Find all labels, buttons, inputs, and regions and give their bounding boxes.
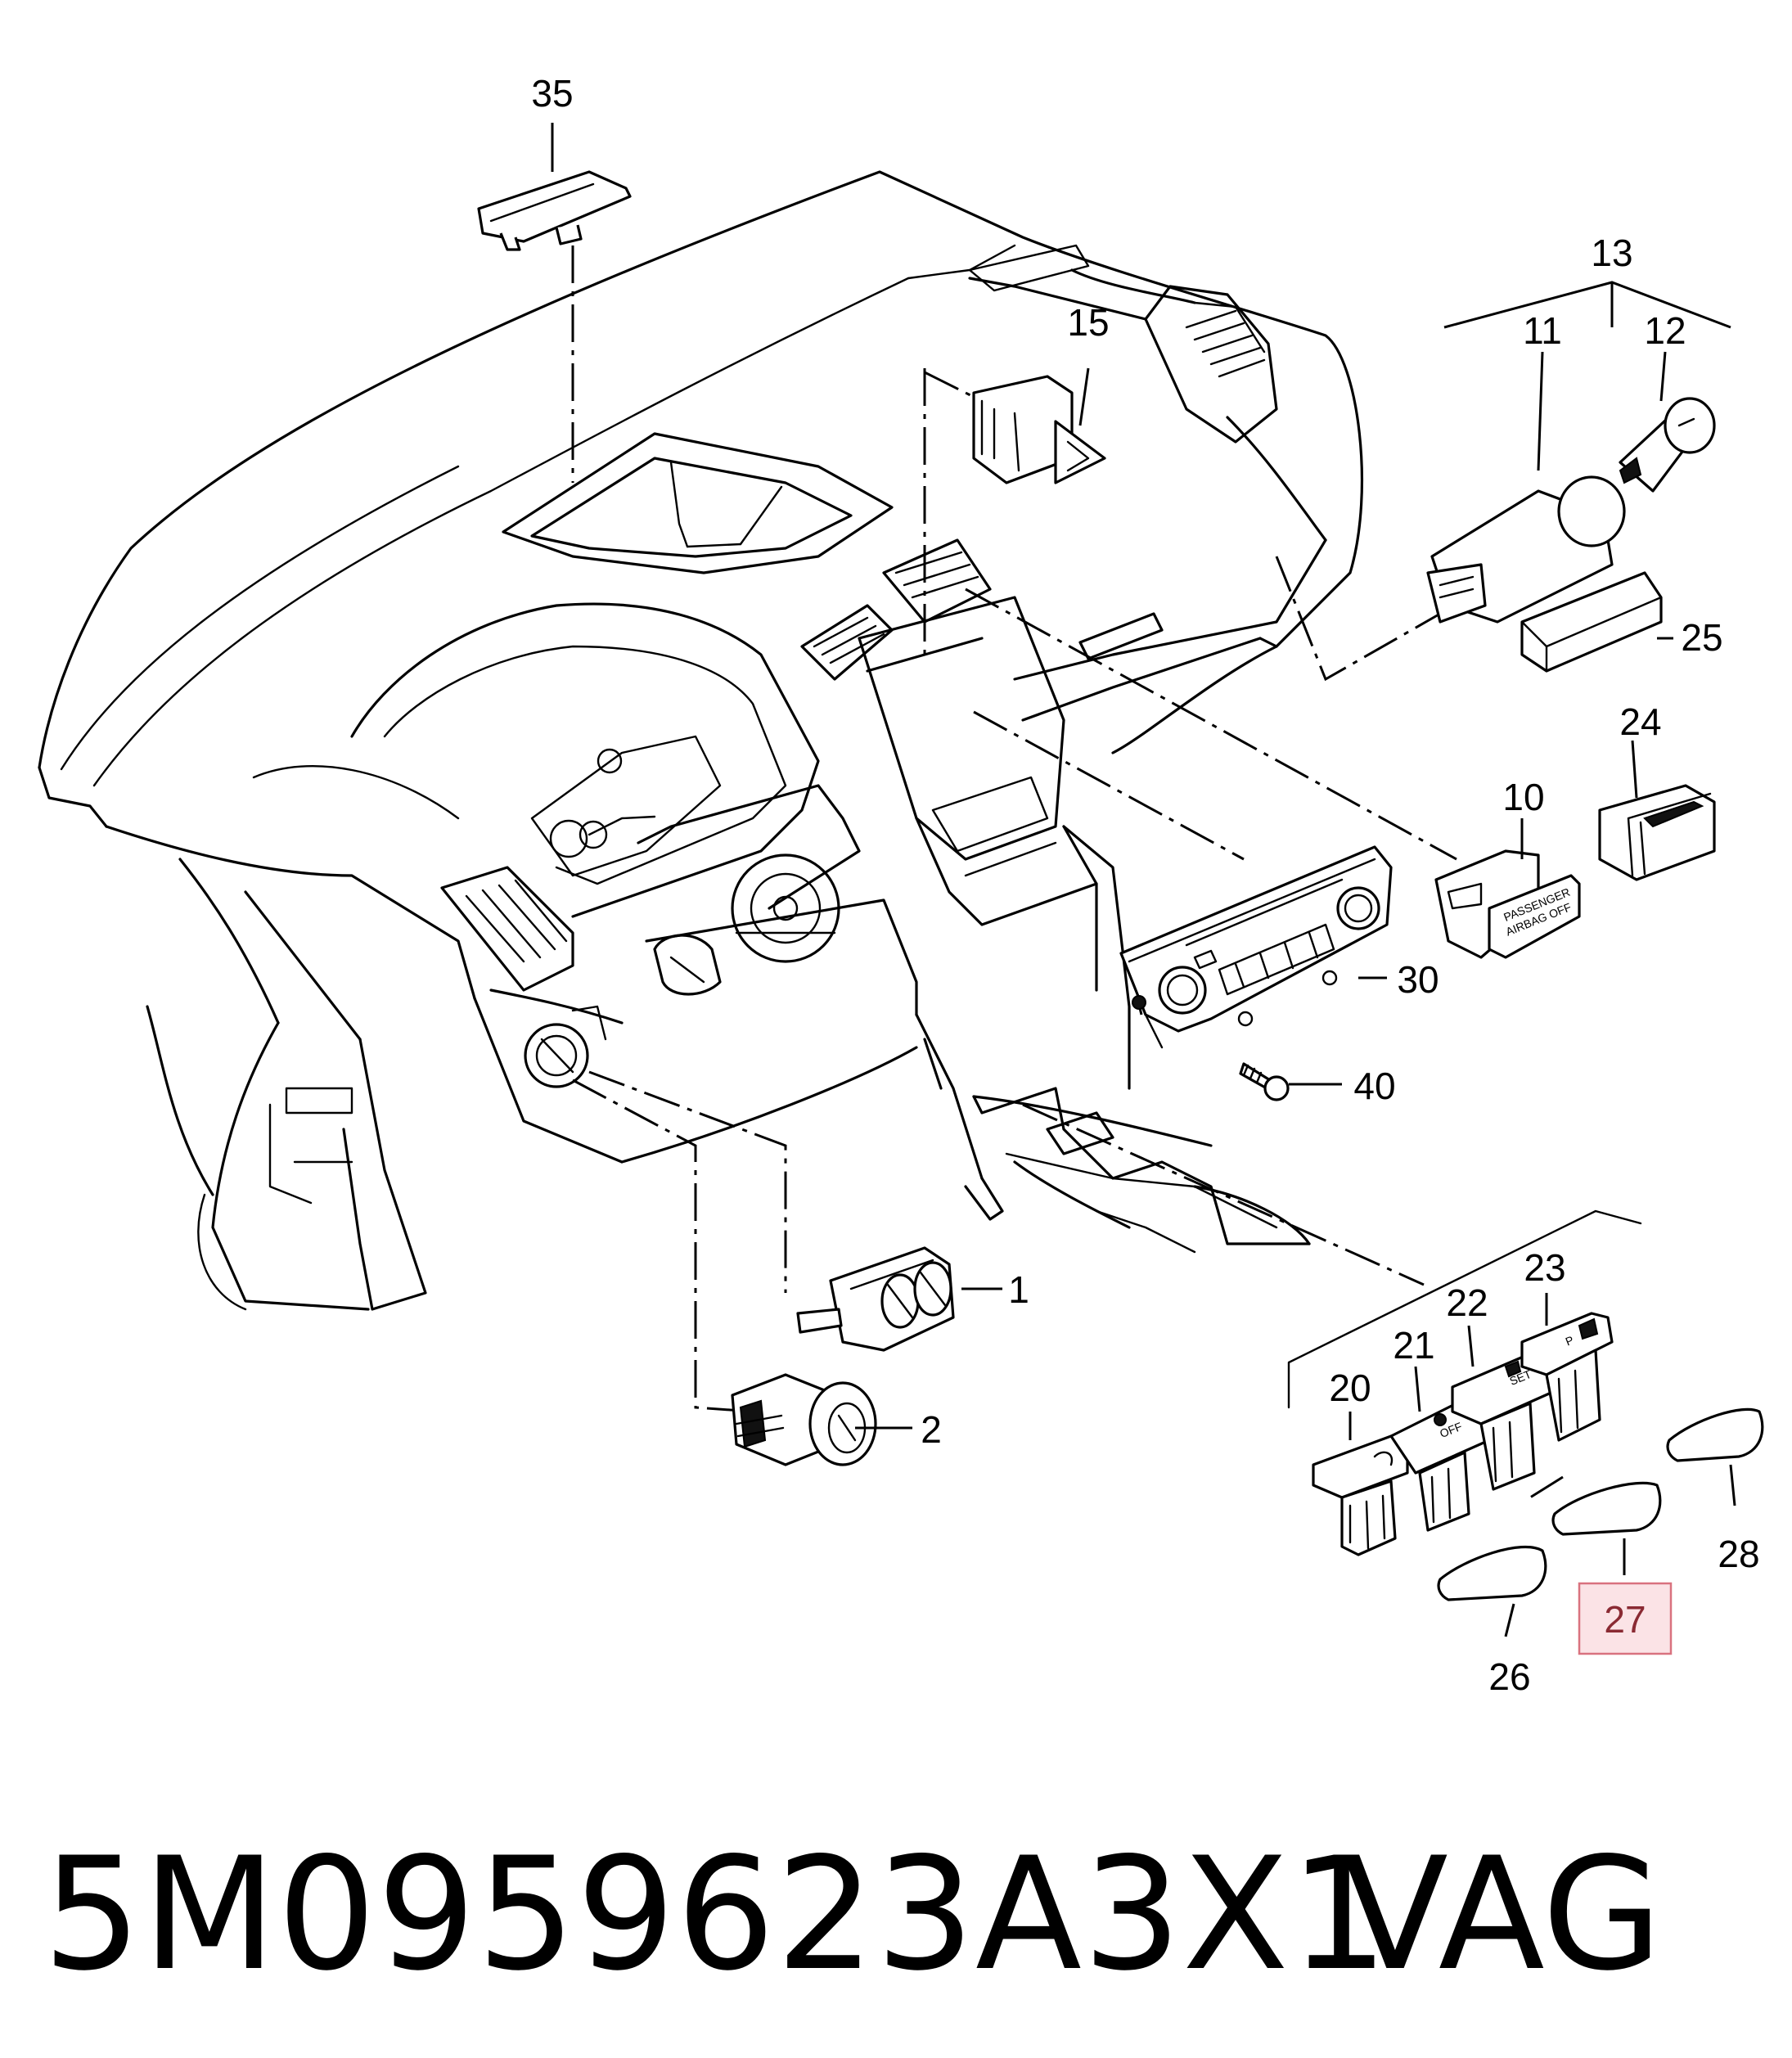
- footer: 5M0959623A3X1 VAG: [0, 1833, 1792, 1997]
- callout-28: 28: [1718, 1533, 1759, 1575]
- part-15-switch: [972, 375, 1106, 484]
- callout-24: 24: [1619, 700, 1661, 743]
- part-11-socket-housing: [1426, 475, 1626, 624]
- callout-25: 25: [1681, 616, 1722, 659]
- callout-21: 21: [1393, 1324, 1434, 1367]
- callout-35: 35: [531, 72, 573, 115]
- part-1-switch-unit: [796, 1246, 955, 1352]
- callout-12: 12: [1644, 309, 1686, 352]
- part-23-switch: P: [1520, 1312, 1614, 1442]
- part-number: 5M0959623A3X1: [43, 1824, 1389, 2005]
- callout-1: 1: [1008, 1268, 1029, 1311]
- callout-20: 20: [1329, 1367, 1371, 1409]
- callout-30: 30: [1397, 958, 1439, 1001]
- part-27-cap: [1551, 1481, 1662, 1536]
- dashboard-outline: [38, 170, 1364, 1311]
- part-28-cap: [1666, 1407, 1764, 1462]
- switch-row: OFF SET P: [1287, 1209, 1642, 1556]
- part-25-blank-cover: [1520, 571, 1663, 673]
- callout-15: 15: [1067, 301, 1109, 344]
- callout-27: 27: [1604, 1598, 1646, 1641]
- brand-name: VAG: [1342, 1824, 1663, 2005]
- callout-2: 2: [921, 1408, 942, 1451]
- callout-22: 22: [1446, 1281, 1488, 1324]
- part-20-switch: [1312, 1434, 1409, 1556]
- part-35-trim-cover: [477, 170, 632, 251]
- callout-13: 13: [1591, 232, 1632, 274]
- callout-40: 40: [1353, 1065, 1395, 1107]
- callout-26: 26: [1488, 1655, 1530, 1698]
- callout-23: 23: [1524, 1246, 1565, 1289]
- callout-11: 11: [1523, 309, 1562, 352]
- parts-exploded-diagram: PASSENGER AIRBAG OFF: [38, 72, 1764, 1698]
- leader-lines: [551, 123, 1736, 1637]
- part-10-passenger-airbag-switch: PASSENGER AIRBAG OFF: [1434, 849, 1581, 959]
- part-30-climate-control: [1119, 845, 1393, 1049]
- callout-10: 10: [1502, 776, 1544, 818]
- part-2-light-switch: [731, 1373, 877, 1466]
- callout-27-highlight[interactable]: 27: [1578, 1582, 1673, 1655]
- callout-labels: 35 15 13 11 12 25 24 10 30 40 1 2 20 21 …: [531, 72, 1759, 1698]
- part-24-switch: [1598, 784, 1716, 881]
- part-26-cap: [1437, 1546, 1547, 1601]
- part-12-socket-cap: [1619, 397, 1716, 493]
- part-40-screw: [1239, 1062, 1290, 1101]
